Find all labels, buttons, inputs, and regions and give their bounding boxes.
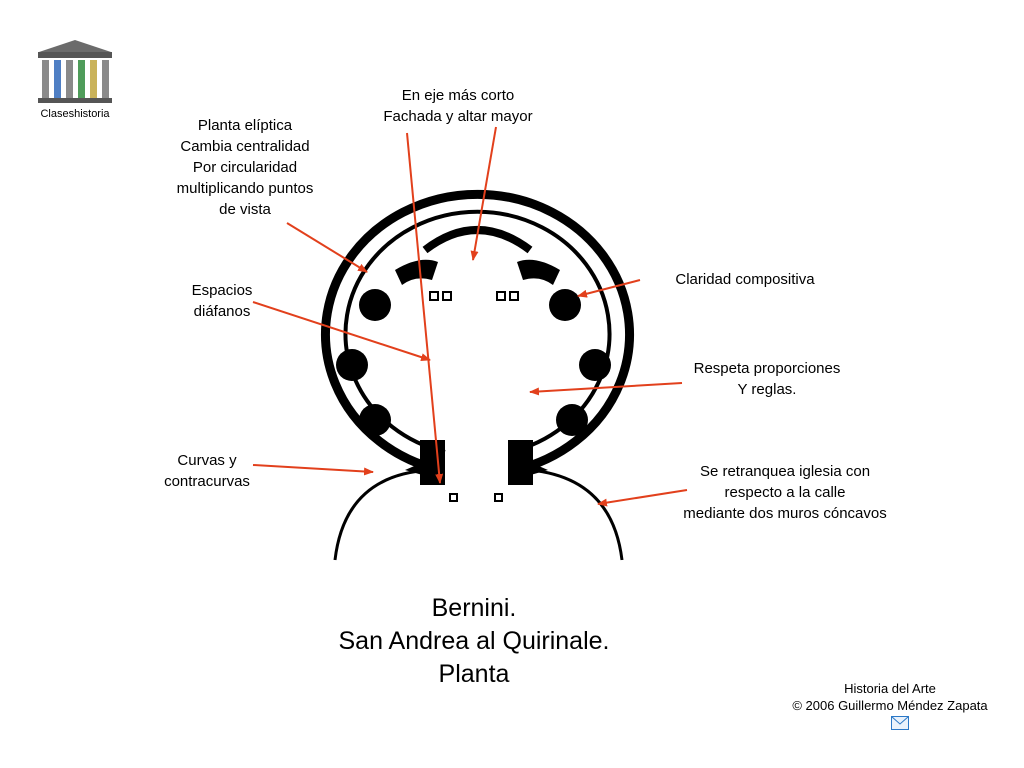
logo[interactable]: Claseshistoria: [30, 38, 120, 124]
annotation-claridad: Claridad compositiva: [675, 271, 815, 288]
greek-temple-icon: [38, 40, 112, 103]
plan-concave-wall-left: [333, 468, 431, 561]
envelope-icon[interactable]: [891, 716, 909, 730]
logo-label: Claseshistoria: [40, 108, 110, 120]
arrow-espacios: [252, 301, 431, 361]
page-title: Bernini. San Andrea al Quirinale. Planta: [338, 594, 610, 688]
plan-columns: [429, 291, 519, 502]
chapel-masses: [336, 259, 611, 485]
arrow-curvas: [252, 464, 374, 476]
arrow-respeta: [529, 382, 683, 396]
annotation-planta: Planta elíptica Cambia centralidad Por c…: [176, 117, 314, 218]
annotation-curvas: Curvas y contracurvas: [164, 452, 250, 490]
plan-concave-wall-right: [529, 468, 624, 561]
annotation-respeta: Respeta proporciones Y reglas.: [693, 360, 841, 398]
arrow-eje-fachada: [470, 126, 497, 261]
arrow-eje-altar: [406, 132, 444, 484]
plan-inner-wall: [343, 209, 612, 454]
arrow-claridad: [577, 279, 641, 298]
annotation-arrows: [252, 126, 688, 507]
arrow-planta: [286, 222, 368, 273]
church-plan: [321, 189, 634, 561]
annotation-espacios: Espacios diáfanos: [191, 282, 253, 320]
annotation-retranquea: Se retranquea iglesia con respecto a la …: [683, 463, 887, 522]
plan-outer-wall: [321, 189, 634, 475]
credits: Historia del Arte © 2006 Guillermo Ménde…: [792, 681, 988, 713]
annotation-eje: En eje más corto Fachada y altar mayor: [383, 87, 533, 125]
arrow-retranquea: [597, 489, 688, 507]
